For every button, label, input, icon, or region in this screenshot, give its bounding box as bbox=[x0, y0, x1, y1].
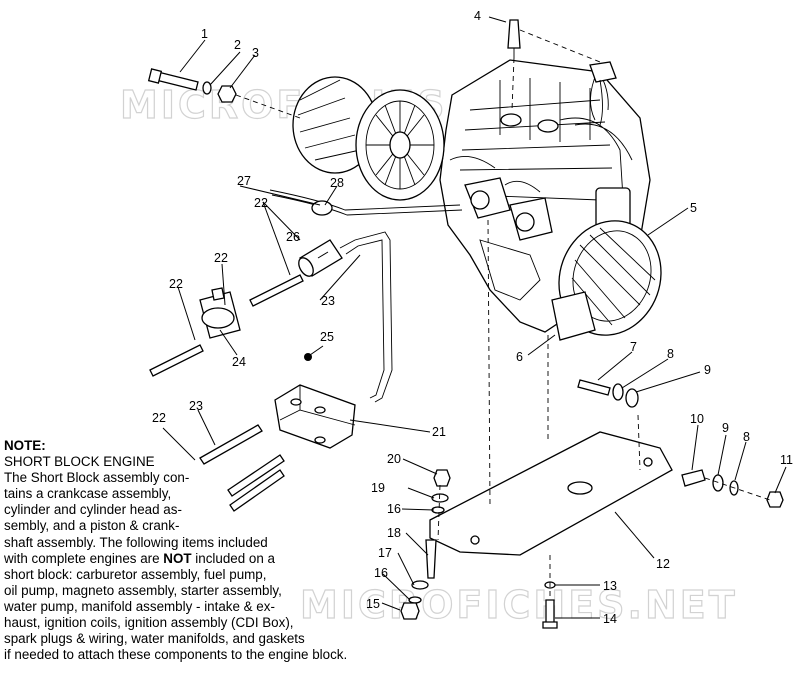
washer-icon bbox=[202, 81, 212, 95]
note-line: oil pump, magneto assembly, starter asse… bbox=[4, 582, 282, 598]
callout-8: 8 bbox=[667, 347, 674, 361]
fuel-filter-icon bbox=[298, 239, 343, 277]
callout-4: 4 bbox=[474, 9, 481, 23]
note-heading: SHORT BLOCK ENGINE bbox=[4, 454, 155, 470]
callout-23b: 23 bbox=[189, 399, 203, 413]
callout-labels: 1 2 3 4 5 6 7 8 9 10 9 8 11 12 13 14 15 … bbox=[152, 9, 793, 626]
note-line: if needed to attach these components to … bbox=[4, 647, 348, 663]
bolt-icon bbox=[147, 68, 199, 91]
callout-22d: 22 bbox=[152, 411, 166, 425]
note-line: short block: carburetor assembly, fuel p… bbox=[4, 566, 267, 582]
spark-plug-icon bbox=[507, 19, 617, 126]
note-body: The Short Block assembly con- tains a cr… bbox=[4, 470, 414, 663]
callout-22a: 22 bbox=[254, 196, 268, 210]
callout-26: 26 bbox=[286, 230, 300, 244]
callout-5: 5 bbox=[690, 201, 697, 215]
callout-2: 2 bbox=[234, 38, 241, 52]
note-text: with complete engines are bbox=[4, 550, 164, 566]
fuel-pump-icon bbox=[199, 287, 241, 339]
note-line: spark plugs & wiring, water manifolds, a… bbox=[4, 631, 305, 647]
note-line: The Short Block assembly con- bbox=[4, 470, 190, 486]
note-text: included on a bbox=[191, 550, 275, 566]
callout-28: 28 bbox=[330, 176, 344, 190]
callout-6: 6 bbox=[516, 350, 523, 364]
note-line: sembly, and a piston & crank- bbox=[4, 518, 180, 534]
callout-1: 1 bbox=[201, 27, 208, 41]
callout-19: 19 bbox=[371, 481, 385, 495]
callout-11: 11 bbox=[780, 453, 793, 467]
watermark-bottom: MICROFICHES.NET bbox=[300, 583, 738, 627]
callout-23a: 23 bbox=[321, 294, 335, 308]
oil-pump-block-icon bbox=[274, 384, 356, 449]
callout-3: 3 bbox=[252, 46, 259, 60]
callout-18: 18 bbox=[387, 526, 401, 540]
callout-13: 13 bbox=[603, 579, 617, 593]
callout-15: 15 bbox=[366, 597, 380, 611]
callout-22c: 22 bbox=[169, 277, 183, 291]
callout-17: 17 bbox=[378, 546, 392, 560]
callout-8b: 8 bbox=[743, 430, 750, 444]
callout-27: 27 bbox=[237, 174, 251, 188]
note-line: tains a crankcase assembly, bbox=[4, 486, 172, 502]
recoil-starter-icon bbox=[551, 220, 662, 341]
callout-16: 16 bbox=[374, 566, 388, 580]
callout-14: 14 bbox=[603, 612, 617, 626]
note-line: with complete engines are NOT included o… bbox=[4, 551, 414, 567]
callout-25: 25 bbox=[320, 330, 334, 344]
callout-20: 20 bbox=[387, 452, 401, 466]
callout-10: 10 bbox=[690, 412, 704, 426]
callout-12: 12 bbox=[656, 557, 670, 571]
water-pump-housing-icon bbox=[292, 76, 445, 201]
note-line: cylinder and cylinder head as- bbox=[4, 502, 182, 518]
callout-7: 7 bbox=[630, 340, 637, 354]
callout-21: 21 bbox=[432, 425, 446, 439]
note-emphasis: NOT bbox=[163, 550, 192, 566]
callout-22b: 22 bbox=[214, 251, 228, 265]
callout-9b: 9 bbox=[722, 421, 729, 435]
note-line: shaft assembly. The following items incl… bbox=[4, 534, 268, 550]
callout-16b: 16 bbox=[387, 502, 401, 516]
note-line: water pump, manifold assembly - intake &… bbox=[4, 598, 275, 614]
note-title: NOTE: bbox=[4, 438, 46, 453]
callout-9: 9 bbox=[704, 363, 711, 377]
carburetor-icon bbox=[449, 155, 553, 241]
leader-lines bbox=[162, 16, 787, 619]
nut-icon bbox=[217, 85, 237, 103]
short-block-note: NOTE: SHORT BLOCK ENGINE The Short Block… bbox=[4, 438, 414, 663]
hose-clamp-icon bbox=[311, 200, 333, 216]
callout-24: 24 bbox=[232, 355, 246, 369]
note-line: haust, ignition coils, ignition assembly… bbox=[4, 615, 294, 631]
